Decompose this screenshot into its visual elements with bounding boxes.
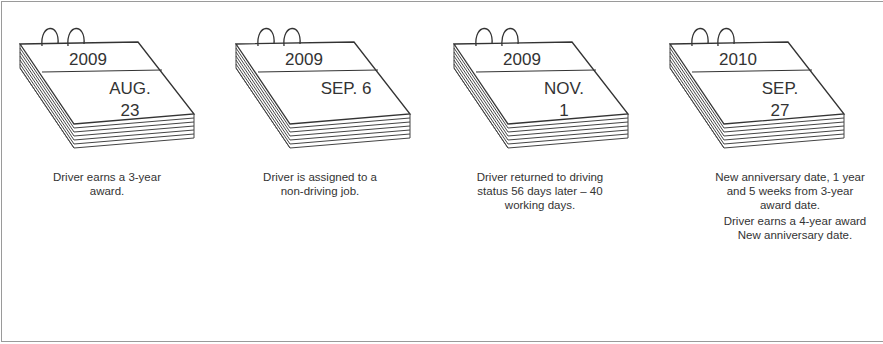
caption-text: Driver earns a 3-year award. — [52, 170, 162, 198]
calendar-year: 2010 — [698, 50, 778, 70]
calendar-face — [670, 42, 844, 124]
calendar-year: 2009 — [264, 50, 344, 70]
calendar-year: 2009 — [482, 50, 562, 70]
calendar-outline — [446, 22, 636, 152]
binder-ring — [502, 28, 518, 46]
divider-line — [476, 70, 596, 72]
binder-ring — [476, 28, 492, 46]
binder-ring — [718, 28, 734, 46]
calendar-face — [236, 42, 410, 124]
binder-ring — [68, 28, 84, 46]
binder-ring — [42, 28, 58, 46]
calendar-face — [20, 42, 194, 124]
caption-text: New anniversary date, 1 year and 5 weeks… — [710, 170, 870, 212]
divider-line — [692, 70, 812, 72]
calendar-date: NOV. 1 — [538, 78, 590, 122]
divider-line — [258, 70, 378, 72]
divider-line — [42, 70, 162, 72]
calendar-date: SEP. 6 — [320, 78, 372, 100]
calendar-pad: 2009NOV. 1 — [446, 22, 636, 152]
caption-text: Driver earns a 4-year award New annivers… — [713, 214, 878, 242]
binder-ring — [692, 28, 708, 46]
calendar-pad: 2010SEP. 27 — [662, 22, 852, 152]
calendar-pad: 2009AUG. 23 — [12, 22, 202, 152]
calendar-date: AUG. 23 — [104, 78, 156, 122]
calendar-outline — [662, 22, 852, 152]
calendar-date: SEP. 27 — [754, 78, 806, 122]
calendar-year: 2009 — [48, 50, 128, 70]
calendar-outline — [12, 22, 202, 152]
calendar-face — [454, 42, 628, 124]
binder-ring — [258, 28, 274, 46]
binder-ring — [284, 28, 300, 46]
caption-text: Driver returned to driving status 56 day… — [465, 170, 615, 212]
calendar-pad: 2009SEP. 6 — [228, 22, 418, 152]
caption-text: Driver is assigned to a non-driving job. — [255, 170, 385, 198]
